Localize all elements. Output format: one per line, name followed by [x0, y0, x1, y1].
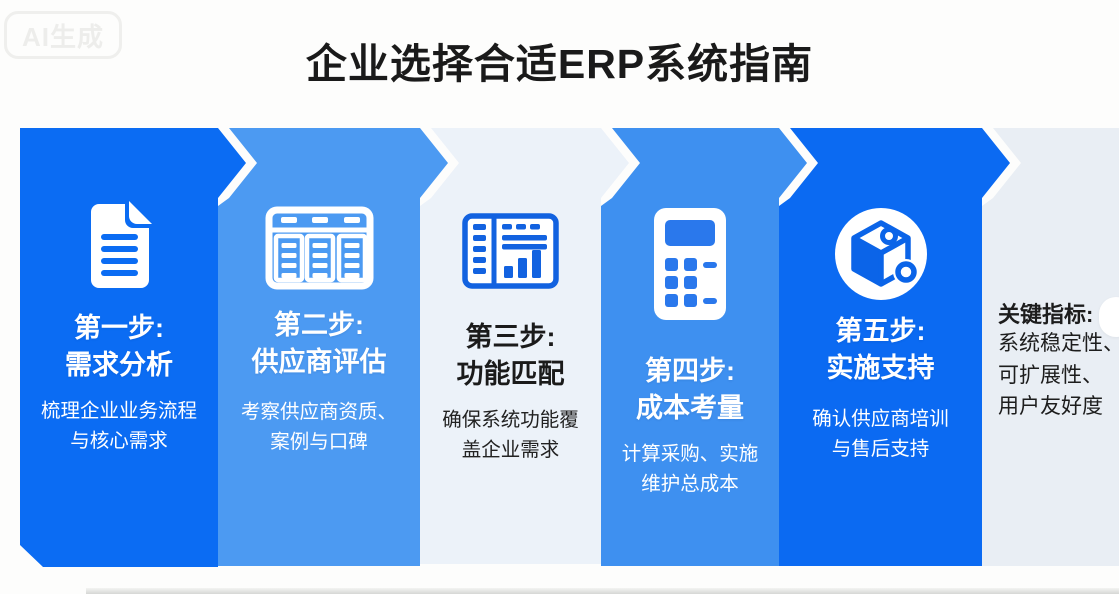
step-2-label: 第二步: — [274, 310, 364, 340]
step-5-desc: 确认供应商培训 与售后支持 — [779, 404, 982, 464]
step-2-desc-line1: 考察供应商资质、 — [240, 401, 397, 423]
step-4: 第四步: 成本考量 计算采购、实施 维护总成本 — [601, 128, 779, 499]
step-3: 第三步: 功能匹配 确保系统功能覆 盖企业需求 — [420, 128, 601, 465]
step-3-icon-wrap — [420, 203, 601, 298]
bottom-edge-strip — [86, 588, 1119, 594]
step-1-desc: 梳理企业业务流程 与核心需求 — [20, 396, 218, 456]
step-2: 第二步: 供应商评估 考察供应商资质、 案例与口碑 — [218, 128, 420, 457]
step-1-label: 第一步: — [74, 313, 164, 343]
step-5-label: 第五步: — [835, 316, 926, 346]
panel-key-metrics-shape — [982, 128, 1119, 566]
step-2-title: 第二步: 供应商评估 — [218, 307, 420, 381]
panel-step-1-shape — [20, 128, 246, 567]
step-5-desc-line2: 与售后支持 — [831, 438, 930, 460]
step-4-name: 成本考量 — [636, 393, 744, 423]
step-2-icon-wrap — [218, 203, 420, 293]
ai-generated-watermark: AI生成 — [4, 11, 122, 59]
report-chart-icon — [462, 213, 559, 289]
key-metrics-item-2: 可扩展性、 — [998, 363, 1103, 387]
step-2-name: 供应商评估 — [251, 347, 387, 377]
step-5-name: 实施支持 — [826, 353, 935, 383]
step-2-desc: 考察供应商资质、 案例与口碑 — [218, 397, 420, 457]
step-3-name: 功能匹配 — [456, 359, 565, 389]
step-3-desc-line2: 盖企业需求 — [461, 439, 560, 461]
step-4-desc-line1: 计算采购、实施 — [621, 443, 759, 465]
document-icon — [91, 201, 152, 288]
calculator-icon — [654, 208, 726, 320]
step-5-desc-line1: 确认供应商培训 — [812, 408, 949, 430]
step-4-icon-wrap — [601, 206, 779, 322]
ai-generated-watermark-label: AI生成 — [21, 21, 104, 52]
key-metrics-heading: 关键指标: — [998, 302, 1094, 327]
key-metrics-item-3: 用户友好度 — [998, 395, 1103, 418]
step-1: 第一步: 需求分析 梳理企业业务流程 与核心需求 — [20, 128, 218, 456]
step-5-icon-wrap — [779, 206, 982, 302]
step-1-title: 第一步: 需求分析 — [20, 310, 218, 384]
step-1-desc-line1: 梳理企业业务流程 — [40, 400, 197, 422]
step-4-desc: 计算采购、实施 维护总成本 — [601, 439, 779, 499]
key-metrics-block: 关键指标: 系统稳定性、 可扩展性、 用户友好度 — [998, 301, 1119, 423]
step-1-desc-line2: 与核心需求 — [70, 430, 168, 452]
step-4-label: 第四步: — [645, 356, 735, 386]
cube-package-icon — [834, 208, 927, 300]
step-3-label: 第三步: — [465, 322, 556, 352]
panel-step-4-shape — [601, 128, 807, 566]
step-5-title: 第五步: 实施支持 — [779, 313, 982, 387]
panel-step-5-shape — [779, 128, 1010, 566]
step-3-title: 第三步: 功能匹配 — [420, 319, 601, 393]
step-1-name: 需求分析 — [65, 350, 173, 380]
step-4-desc-line2: 维护总成本 — [641, 473, 739, 495]
step-3-desc: 确保系统功能覆 盖企业需求 — [420, 405, 601, 465]
table-columns-icon — [265, 206, 373, 290]
step-3-desc-line1: 确保系统功能覆 — [442, 409, 579, 431]
step-5: 第五步: 实施支持 确认供应商培训 与售后支持 — [779, 128, 982, 464]
edge-cutoff-shape — [1099, 297, 1119, 337]
step-2-desc-line2: 案例与口碑 — [270, 431, 368, 453]
page-title: 企业选择合适ERP系统指南 — [305, 41, 814, 87]
step-1-icon-wrap — [20, 198, 218, 294]
step-4-title: 第四步: 成本考量 — [601, 353, 779, 427]
key-metrics-item-1: 系统稳定性、 — [998, 332, 1119, 355]
